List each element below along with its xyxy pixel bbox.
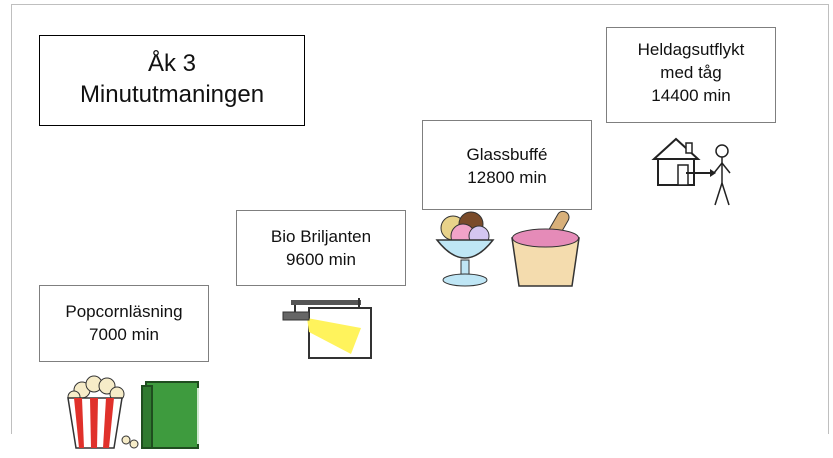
house-leaving-icon: [651, 137, 731, 206]
reward-name-line-1: Heldagsutflykt: [637, 40, 745, 59]
title-line-1: Åk 3: [147, 50, 197, 77]
popcorn-icon: [67, 375, 139, 449]
reward-minutes: 12800 min: [467, 168, 547, 187]
reward-minutes: 7000 min: [89, 325, 159, 344]
reward-name: Glassbuffé: [466, 145, 548, 164]
reward-box-popcornlasning: Popcornläsning 7000 min: [39, 285, 209, 362]
reward-box-heldagsutflykt: Heldagsutflykt med tåg 14400 min: [606, 27, 776, 123]
title-box: Åk 3 Minututmaningen: [39, 35, 305, 126]
book-icon: [141, 381, 199, 449]
ice-cream-bowl-icon: [435, 211, 495, 287]
reward-name: Bio Briljanten: [270, 227, 372, 246]
reward-minutes: 9600 min: [286, 250, 356, 269]
reward-name-line-2: med tåg: [660, 63, 722, 82]
reward-box-bio-briljanten: Bio Briljanten 9600 min: [236, 210, 406, 286]
title-line-2: Minututmaningen: [79, 81, 265, 108]
reward-box-glassbuffe: Glassbuffé 12800 min: [422, 120, 592, 210]
ice-cream-tub-icon: [511, 210, 580, 287]
reward-minutes: 14400 min: [651, 86, 731, 105]
slide-frame: [11, 4, 829, 434]
reward-name: Popcornläsning: [65, 302, 183, 321]
projector-icon: [282, 298, 372, 359]
